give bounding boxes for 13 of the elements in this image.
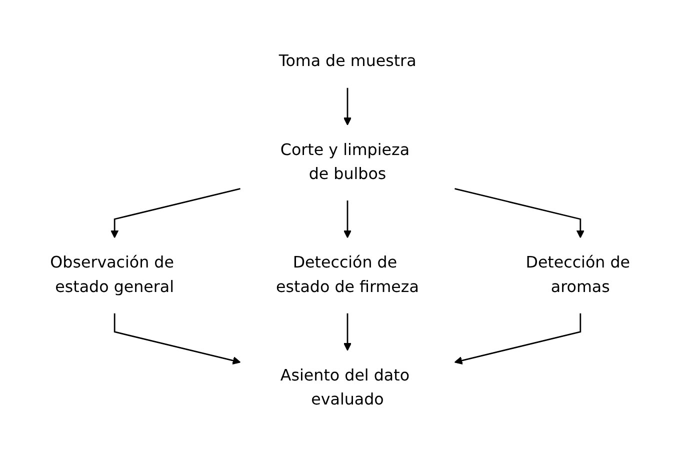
arrow bbox=[454, 188, 584, 238]
node-text: Detección de estado de firmeza bbox=[276, 254, 419, 296]
node-text: Corte y limpieza de bulbos bbox=[280, 140, 410, 184]
arrow bbox=[110, 188, 241, 238]
arrow bbox=[343, 200, 352, 238]
node-text: Asiento del dato evaluado bbox=[280, 366, 410, 409]
node-text: Detección de aromas bbox=[526, 254, 630, 296]
arrow bbox=[114, 313, 241, 365]
arrow bbox=[454, 313, 582, 365]
arrow bbox=[343, 88, 352, 126]
node-text: Observación de estado general bbox=[50, 254, 174, 296]
arrow bbox=[343, 313, 352, 351]
node-text: Toma de muestra bbox=[278, 52, 416, 71]
